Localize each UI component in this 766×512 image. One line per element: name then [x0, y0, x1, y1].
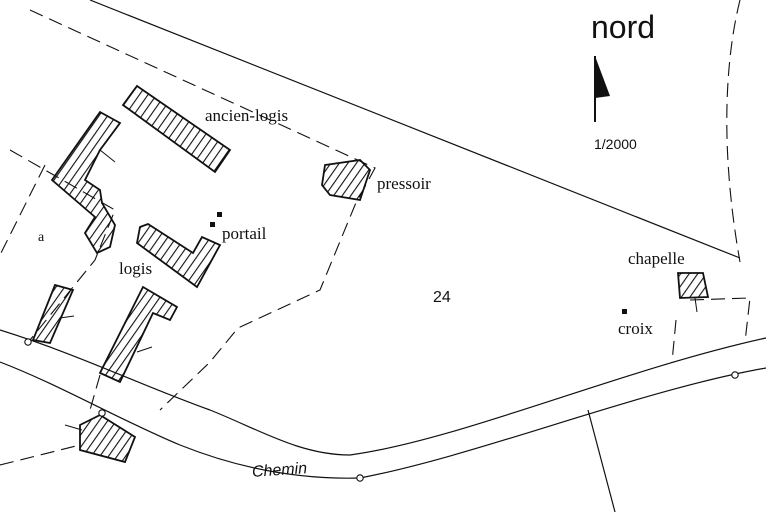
building-pressoir	[321, 159, 372, 202]
survey-point	[98, 409, 106, 417]
dashed-chapelle-enclosure	[689, 297, 751, 343]
parcel-boundary-line	[89, 0, 741, 259]
label-portail: portail	[222, 224, 267, 243]
survey-point	[356, 474, 364, 482]
label-logis: logis	[119, 259, 153, 278]
label-chapelle: chapelle	[628, 249, 685, 268]
survey-point	[731, 371, 739, 379]
north-arrow-icon	[594, 56, 610, 122]
building-chapelle	[677, 272, 710, 299]
dashed-south-west	[0, 444, 81, 466]
dashed-boundary-east-arc	[726, 0, 741, 263]
arrow-mark	[136, 346, 153, 353]
dashed-boundary-west	[0, 164, 46, 256]
survey-point	[24, 338, 32, 346]
portail-marker	[217, 212, 222, 217]
building-south	[98, 285, 179, 384]
north-label: nord	[591, 9, 656, 45]
dashed-west-logis	[89, 374, 101, 411]
label-ancien-logis: ancien-logis	[205, 106, 289, 125]
field-line	[587, 409, 616, 512]
scale-label: 1/2000	[594, 136, 637, 152]
dashed-boundary-north	[29, 9, 376, 411]
label-pressoir: pressoir	[377, 174, 431, 193]
arrow-mark	[99, 149, 116, 163]
road-south-edge	[0, 361, 766, 479]
arrow-mark	[59, 315, 75, 319]
label-parcel-a: a	[38, 230, 45, 245]
arrow-mark	[64, 424, 83, 431]
label-croix: croix	[618, 319, 653, 338]
building-southwest	[31, 283, 75, 345]
dashed-chapelle-west	[671, 319, 677, 363]
building-logis	[136, 222, 222, 289]
croix-marker	[622, 309, 627, 314]
building-west-wing	[50, 110, 122, 255]
portail-marker	[210, 222, 215, 227]
building-roadside	[79, 413, 137, 464]
dashed-boundary-west2	[9, 149, 116, 341]
arrow-mark	[694, 297, 698, 313]
label-parcel-24: 24	[433, 289, 451, 306]
building-ancien-logis	[121, 84, 232, 174]
